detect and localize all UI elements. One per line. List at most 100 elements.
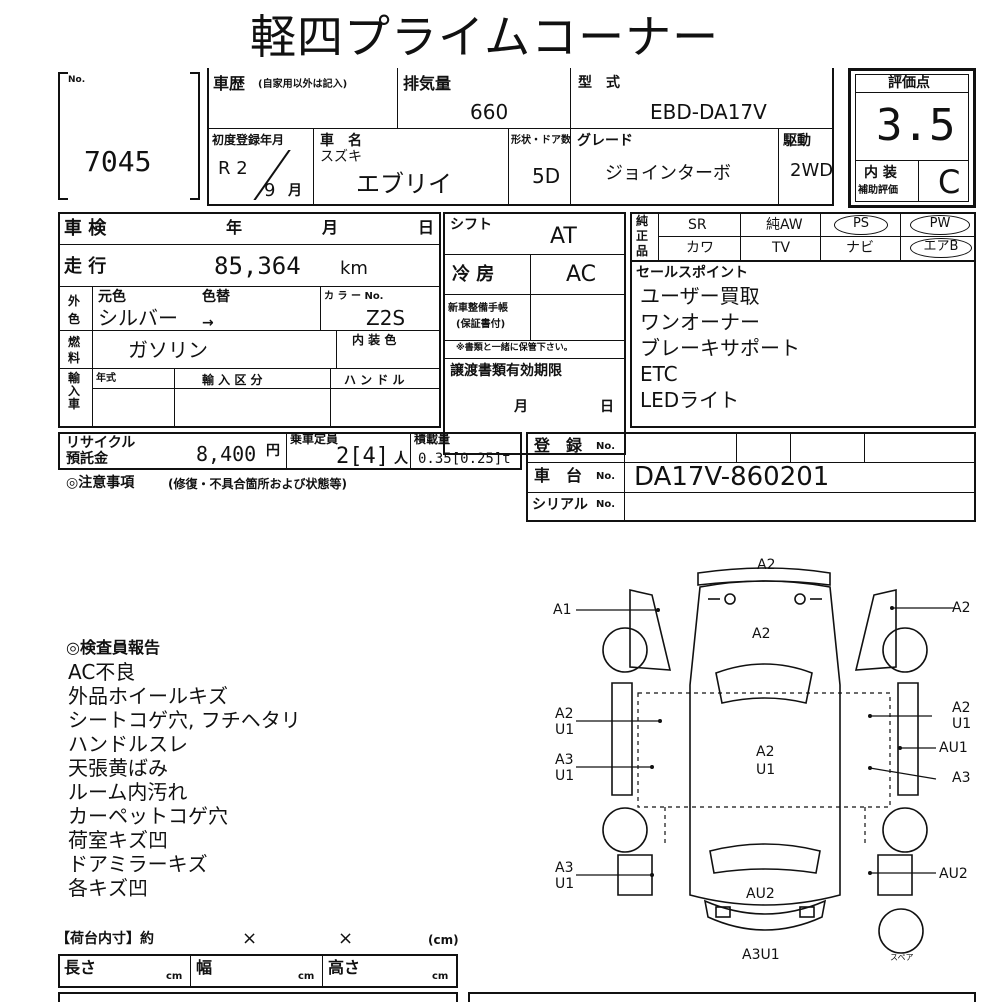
model-value: EBD-DA17V [650,100,767,124]
grade-value: ジョインターボ [605,163,731,184]
diagram-label-right-au1: AU1 [939,740,968,756]
inspection-month-label: 月 [322,218,339,237]
recycle-value: 8,400 [196,442,257,466]
maker-value: スズキ [320,149,362,165]
import-car-label: 輸入車 [68,371,81,411]
diagram-label-left-mid-u: U1 [555,722,575,738]
first-reg-label: 初度登録年月 [212,133,285,147]
sales-point-1: ユーザー買取 [640,284,760,308]
recycle-unit: 円 [266,443,280,459]
recycle-row [58,432,522,470]
equip-pw: PW [929,216,951,231]
ac-value: AC [566,262,597,287]
ac-label: 冷 房 [452,264,495,285]
color-code-value: Z2S [366,306,406,330]
cargo-label: 【荷台内寸】約 [56,931,154,947]
equip-alloy-wheel: 純AW [766,217,803,233]
serial-label: シリアル [532,497,588,513]
equip-airbag-circled: エアB [910,238,972,258]
equip-leather: カワ [686,240,714,256]
history-label: 車歴 [213,74,246,93]
equip-tv: TV [772,240,791,256]
registration-label: 登 録 [534,436,583,455]
bottom-right-cutoff-box [468,992,976,1002]
diagram-label-left-front: A1 [553,602,572,618]
shift-value: AT [550,224,577,249]
spare-tire-label: スペア [890,953,914,962]
inspector-item: 荷室キズ凹 [68,828,168,852]
warranty-note: ※書類と一緒に保管下さい。 [456,343,573,353]
inspector-report-label: ◎検査員報告 [66,638,160,657]
capacity-unit: 人 [394,451,408,467]
inspector-item: AC不良 [68,660,136,684]
cargo-times-1: × [242,928,258,949]
load-label: 積載量 [414,432,451,446]
diagram-label-left-rear-u: U1 [555,768,575,784]
cargo-grid [58,954,458,988]
equip-pw-circled: PW [910,215,970,235]
fuel-label: 燃料 [68,335,81,365]
equipment-grid [630,212,976,262]
sales-points-box [630,262,976,428]
diagram-label-right-au2: AU2 [939,866,968,882]
diagram-label-left-bottom-a: A3 [555,860,574,876]
score-value: 3.5 [876,100,956,151]
interior-label: 内 装 [864,165,897,181]
sales-point-4: ETC [640,362,678,386]
interior-color-label: 内 装 色 [352,333,397,347]
import-year-label: 年式 [96,373,116,384]
car-name-label: 車 名 [320,133,362,149]
diagram-label-roof-a: A2 [756,744,775,760]
chassis-label: 車 台 [534,466,583,485]
inspection-year-label: 年 [226,218,243,237]
serial-no-label: No. [596,499,616,510]
equip-ps: PS [852,216,870,231]
inspector-item: ドアミラーキズ [68,852,208,876]
mileage-label: 走 行 [64,256,107,277]
first-reg-month-unit: 月 [288,183,302,199]
inspector-item: 外品ホイールキズ [68,684,228,708]
diagram-label-hood: A2 [752,626,771,642]
cargo-width-label: 幅 [196,958,213,977]
inspector-item: ハンドルスレ [68,732,188,756]
handle-label: ハ ン ド ル [344,373,405,387]
capacity-value: 2[4] [336,444,389,469]
interior-score: C [938,163,961,201]
diagram-label-rear-center: AU2 [746,886,775,902]
vehicle-details-grid [58,212,441,428]
shift-ac-grid [443,212,626,455]
equip-airbag: エアB [923,239,959,254]
diagram-label-right-mid-u: U1 [952,716,972,732]
lot-number-box: No. 7045 [58,72,200,200]
genuine-equipment-label: 純正品 [636,214,649,258]
diagram-label-right-mid-a: A2 [952,700,971,716]
shift-label: シフト [450,217,492,233]
score-box [848,68,976,208]
cargo-width-cm: cm [298,971,315,982]
doors-value: 5D [532,164,561,188]
equip-ps-circled: PS [834,215,888,235]
first-reg-era: R 2 [218,158,248,179]
displacement-value: 660 [470,100,509,124]
diagram-label-left-rear-a: A3 [555,752,574,768]
inspector-item: 各キズ凹 [68,876,148,900]
shape-door-label: 形状・ドア数 [511,135,571,146]
diagram-label-left-mid-a: A2 [555,706,574,722]
fuel-value: ガソリン [128,338,208,362]
inspection-day-label: 日 [418,218,435,237]
score-label: 評価点 [888,75,930,91]
recycle-sub-label: 預託金 [66,451,108,467]
color-code-label: カ ラ ー No. [324,291,384,302]
registration-box [526,432,976,522]
chassis-no-label: No. [596,471,616,482]
inspector-item: 天張黄ばみ [68,756,168,780]
equip-sr: SR [688,217,707,233]
load-value: 0.35[0.25]t [418,451,511,467]
chassis-number: DA17V-860201 [634,462,830,492]
transfer-day-label: 日 [600,399,614,415]
bottom-cutoff-box [58,992,458,1002]
exterior-color-label: 外色 [68,294,81,326]
sales-points-label: セールスポイント [636,265,748,281]
warranty-label: 新車整備手帳 [448,303,508,314]
mileage-unit: km [340,258,368,279]
